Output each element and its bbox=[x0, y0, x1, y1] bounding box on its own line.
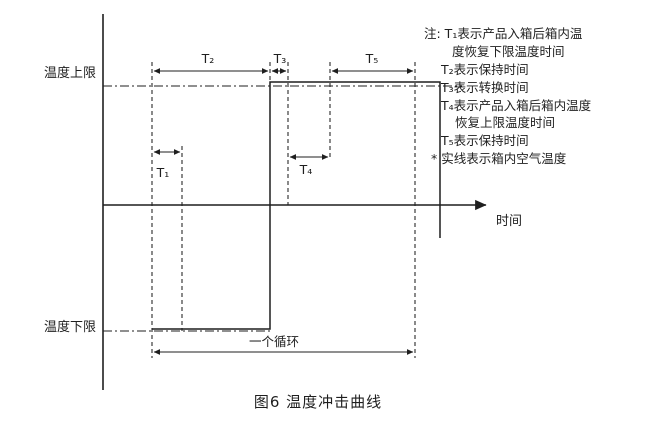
t3-label: T₃ bbox=[273, 51, 287, 66]
t4-label: T₄ bbox=[299, 162, 313, 177]
note-line-6: 恢复上限温度时间 bbox=[455, 115, 555, 130]
upper-limit-label: 温度上限 bbox=[44, 65, 96, 81]
figure-caption: 图6 温度冲击曲线 bbox=[254, 393, 382, 411]
note-line-4: T₃表示转换时间 bbox=[440, 80, 529, 95]
lower-limit-label: 温度下限 bbox=[44, 319, 96, 335]
note-line-5: T₄表示产品入箱后箱内温度 bbox=[440, 98, 592, 113]
t2-label: T₂ bbox=[201, 51, 215, 66]
time-axis-label: 时间 bbox=[496, 214, 522, 229]
note-line-8: * 实线表示箱内空气温度 bbox=[431, 151, 567, 166]
note-line-2: 度恢复下限温度时间 bbox=[452, 44, 565, 59]
note-line-7: T₅表示保持时间 bbox=[440, 133, 529, 148]
temperature-curve bbox=[152, 81, 441, 330]
note-line-3: T₂表示保持时间 bbox=[440, 62, 529, 77]
note-line-1: 注: T₁表示产品入箱后箱内温 bbox=[424, 26, 583, 41]
t5-label: T₅ bbox=[365, 51, 379, 66]
t1-label: T₁ bbox=[156, 165, 170, 180]
cycle-label: 一个循环 bbox=[249, 334, 299, 349]
